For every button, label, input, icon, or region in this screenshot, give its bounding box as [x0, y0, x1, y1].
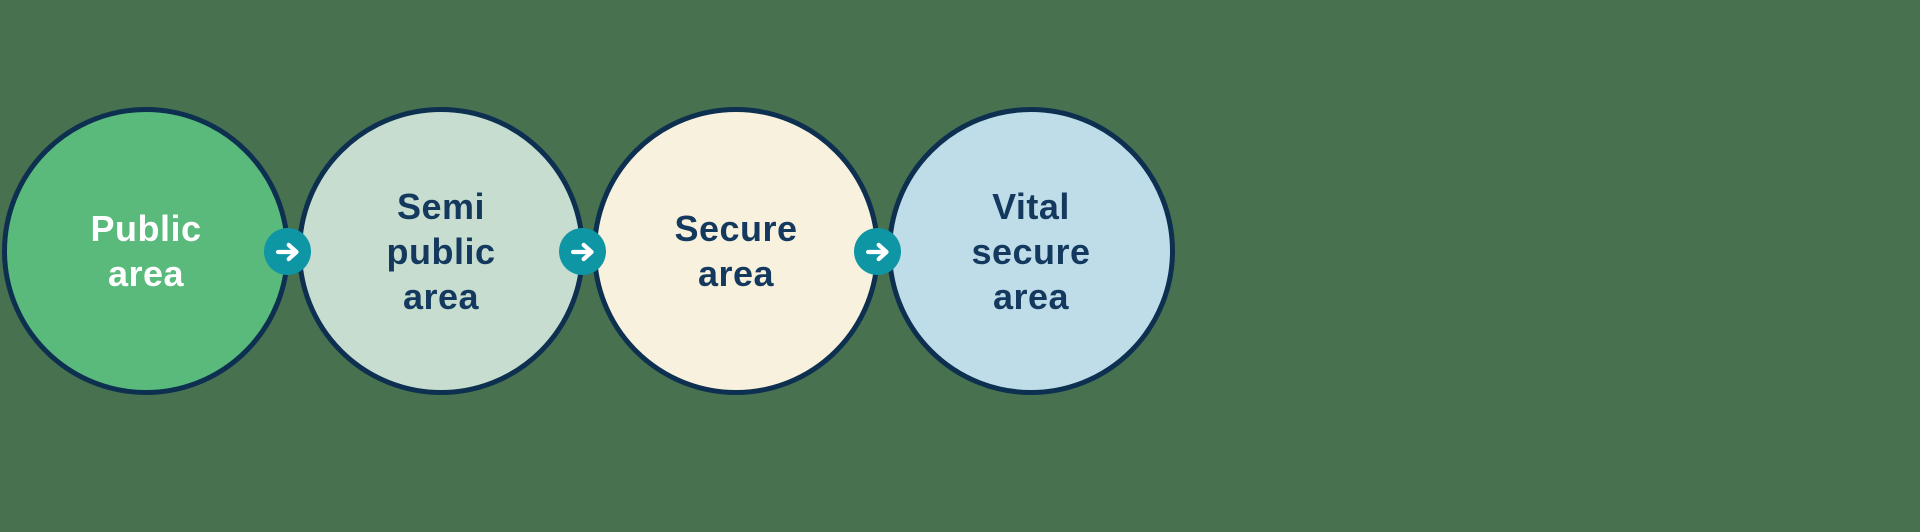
stage-circle-vital-secure-area: Vital secure area	[887, 107, 1175, 395]
stage-label-line: Public	[90, 208, 202, 249]
stage-label-public-area: Public area	[90, 206, 201, 296]
stage-label-line: secure	[971, 230, 1091, 272]
stage-label-line: area	[697, 253, 775, 294]
flow-arrow	[854, 228, 901, 275]
arrow-right-icon	[275, 242, 299, 261]
stage-label-line: public	[386, 230, 496, 272]
stage-circle-secure-area: Secure area	[592, 107, 880, 395]
stage-circle-semi-public-area: Semi public area	[297, 107, 585, 395]
flow-arrow	[559, 228, 606, 275]
arrow-right-icon	[570, 242, 594, 261]
stage-label-line: area	[107, 253, 185, 294]
stage-label-semi-public-area: Semi public area	[387, 184, 496, 319]
stage-label-line: Vital	[992, 185, 1070, 227]
flow-arrow	[264, 228, 311, 275]
stage-label-line: Secure	[674, 208, 798, 249]
stage-label-vital-secure-area: Vital secure area	[971, 184, 1090, 319]
stage-circle-public-area: Public area	[2, 107, 290, 395]
stage-label-line: area	[402, 275, 480, 317]
stage-label-line: area	[992, 275, 1070, 317]
stage-label-secure-area: Secure area	[674, 206, 797, 296]
arrow-right-icon	[865, 242, 889, 261]
stage-label-line: Semi	[396, 185, 486, 227]
